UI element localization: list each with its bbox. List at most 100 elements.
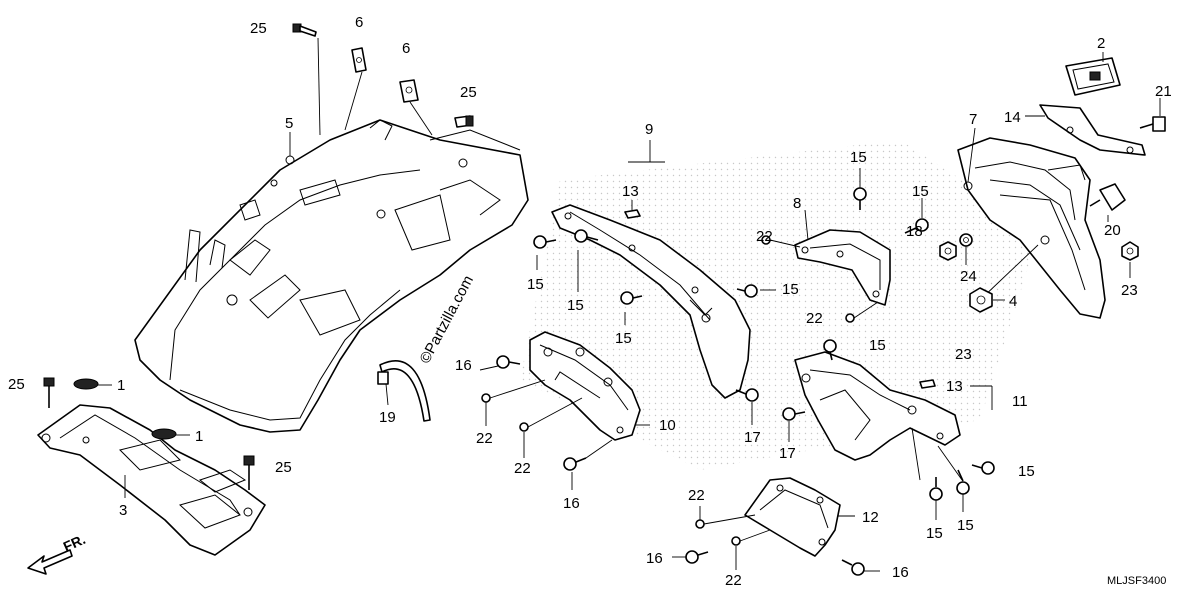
bolt-25-top[interactable]	[292, 23, 317, 37]
front-label: FR.	[61, 531, 88, 555]
rear-fender-part[interactable]	[134, 119, 529, 433]
clip-13-right[interactable]	[919, 379, 936, 389]
callout-15: 15	[957, 517, 974, 534]
screw-17-a[interactable]	[735, 388, 759, 402]
callout-24: 24	[960, 268, 977, 285]
callout-12: 12	[862, 509, 879, 526]
bulb-part-20[interactable]	[1089, 183, 1126, 211]
callout-15: 15	[567, 297, 584, 314]
callout-labels: 25 6 6 25 5 25 1 1 25 3 19 9 13 15 15 15…	[8, 14, 1172, 589]
screw-22-c[interactable]	[481, 393, 491, 403]
screw-22-f[interactable]	[731, 536, 741, 546]
screw-22-b[interactable]	[845, 313, 855, 323]
callout-23: 23	[1121, 282, 1138, 299]
callout-25: 25	[8, 376, 25, 393]
callout-25: 25	[460, 84, 477, 101]
screw-16-d[interactable]	[841, 559, 865, 576]
callout-5: 5	[285, 115, 293, 132]
callout-16: 16	[646, 550, 663, 567]
callout-22: 22	[806, 310, 823, 327]
screw-16-b[interactable]	[563, 457, 587, 471]
washer-24[interactable]	[959, 233, 973, 247]
callout-18: 18	[906, 223, 923, 240]
callout-1: 1	[117, 377, 125, 394]
front-arrow-icon	[27, 549, 73, 575]
callout-7: 7	[969, 111, 977, 128]
band-19[interactable]	[377, 360, 431, 422]
bolt-25-right[interactable]	[454, 115, 474, 128]
callout-11: 11	[1012, 393, 1028, 410]
screw-15-h[interactable]	[971, 461, 995, 475]
callout-1: 1	[195, 428, 203, 445]
screw-16-c[interactable]	[685, 550, 709, 564]
nut-23-right[interactable]	[1121, 241, 1139, 261]
side-cover-part-11[interactable]	[794, 351, 961, 461]
side-cover-part-10[interactable]	[529, 331, 641, 441]
callout-15: 15	[527, 276, 544, 293]
callout-21: 21	[1155, 83, 1172, 100]
screw-22-d[interactable]	[519, 422, 529, 432]
callout-13: 13	[946, 378, 963, 395]
bracket-part-8[interactable]	[794, 229, 891, 306]
callout-17: 17	[744, 429, 761, 446]
callout-17: 17	[779, 445, 796, 462]
tail-light-part-7[interactable]	[957, 137, 1106, 319]
screw-15-j[interactable]	[956, 469, 970, 495]
callout-19: 19	[379, 409, 396, 426]
bracket-part-3[interactable]	[37, 404, 266, 556]
center-cover-part-9[interactable]	[551, 204, 751, 399]
callout-22: 22	[756, 228, 773, 245]
callout-6: 6	[355, 14, 363, 31]
callout-15: 15	[1018, 463, 1035, 480]
screw-17-b[interactable]	[782, 407, 806, 421]
callout-15: 15	[782, 281, 799, 298]
screw-15-g[interactable]	[823, 339, 837, 361]
callout-16: 16	[455, 357, 472, 374]
callout-3: 3	[119, 502, 127, 519]
dotted-background	[520, 140, 1040, 470]
callout-22: 22	[476, 430, 493, 447]
callout-25: 25	[275, 459, 292, 476]
grommet-1-top[interactable]	[73, 378, 99, 390]
grommet-1-bottom[interactable]	[151, 428, 177, 440]
callout-9: 9	[645, 121, 653, 138]
callout-15: 15	[926, 525, 943, 542]
screw-15-a[interactable]	[533, 235, 557, 249]
callout-22: 22	[688, 487, 705, 504]
screw-15-b[interactable]	[574, 229, 599, 243]
bracket-part-12[interactable]	[744, 477, 841, 557]
callout-23: 23	[955, 346, 972, 363]
collar-18[interactable]	[939, 241, 957, 261]
screw-16-a[interactable]	[496, 355, 521, 369]
callout-4: 4	[1009, 293, 1017, 310]
callout-8: 8	[793, 195, 801, 212]
callout-15: 15	[615, 330, 632, 347]
callout-16: 16	[892, 564, 909, 581]
nut-6-left[interactable]	[351, 47, 367, 73]
callout-13: 13	[622, 183, 639, 200]
screw-15-d[interactable]	[736, 284, 758, 298]
watermark: ©Partzilla.com	[416, 273, 477, 367]
bracket-part-14[interactable]	[1039, 104, 1146, 156]
clip-13[interactable]	[624, 209, 641, 219]
screw-15-i[interactable]	[929, 477, 943, 501]
callout-15: 15	[850, 149, 867, 166]
bolt-25-bottom[interactable]	[243, 455, 255, 490]
nut-part-4[interactable]	[969, 287, 993, 313]
callout-14: 14	[1004, 109, 1021, 126]
callout-2: 2	[1097, 35, 1105, 52]
bolt-25-left[interactable]	[43, 377, 55, 408]
callout-15: 15	[912, 183, 929, 200]
screw-15-c[interactable]	[620, 291, 643, 305]
callout-25: 25	[250, 20, 267, 37]
callout-6: 6	[402, 40, 410, 57]
license-light-part-2[interactable]	[1065, 57, 1121, 96]
screw-22-e[interactable]	[695, 519, 705, 529]
callout-22: 22	[725, 572, 742, 589]
callout-16: 16	[563, 495, 580, 512]
callout-20: 20	[1104, 222, 1121, 239]
callout-15: 15	[869, 337, 886, 354]
bolt-21[interactable]	[1139, 116, 1166, 132]
nut-6-right[interactable]	[399, 79, 419, 103]
